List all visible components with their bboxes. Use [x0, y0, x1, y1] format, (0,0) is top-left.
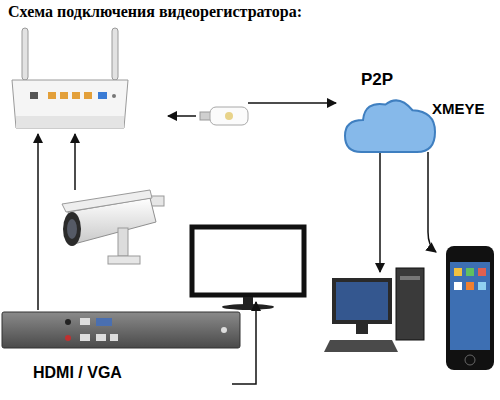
dvr-picture [65, 335, 71, 341]
phone-picture [478, 282, 486, 290]
computer-picture [324, 340, 398, 352]
router-picture [30, 92, 38, 99]
tv-monitor-picture [243, 297, 253, 305]
dvr-picture [110, 334, 118, 341]
router-picture [98, 92, 107, 99]
dvr-picture [96, 318, 112, 326]
wire-arrows [379, 152, 381, 272]
tv-monitor-picture [192, 227, 304, 310]
camera-picture [62, 190, 164, 264]
computer-picture [396, 268, 424, 340]
computer-picture [324, 268, 424, 352]
router-picture [12, 28, 128, 128]
dvr-picture [221, 327, 227, 333]
phone-picture [446, 246, 494, 370]
video-output-label: HDMI / VGA [33, 364, 122, 382]
usb-modem-picture [200, 112, 211, 120]
camera-picture [63, 212, 81, 246]
router-picture [16, 116, 124, 128]
computer-picture [356, 324, 368, 334]
phone-picture [454, 268, 462, 276]
wire-arrows [248, 102, 336, 104]
wire-arrows [74, 134, 76, 190]
phone-picture [465, 355, 475, 365]
phone-picture [466, 282, 474, 290]
computer-picture [400, 276, 420, 280]
wire-arrows [232, 302, 256, 384]
dvr-picture [2, 312, 240, 348]
phone-picture [466, 268, 474, 276]
p2p-label: P2P [361, 70, 393, 90]
dvr-picture [65, 319, 71, 325]
dvr-picture [96, 334, 106, 341]
router-picture [72, 92, 80, 99]
router-picture [112, 28, 118, 80]
computer-picture [332, 278, 392, 324]
phone-picture [478, 268, 486, 276]
phone-picture [454, 282, 462, 290]
service-label: XMEYE [432, 100, 485, 117]
dvr-picture [80, 318, 90, 325]
camera-picture [62, 190, 152, 212]
router-picture [84, 92, 92, 99]
dvr-picture [2, 312, 240, 348]
wire-arrows [428, 152, 436, 252]
router-picture [112, 94, 116, 98]
tv-monitor-picture [222, 304, 274, 310]
router-picture [22, 28, 28, 80]
router-picture [12, 80, 128, 128]
cloud-node: P2P XMEYE [337, 70, 497, 154]
camera-picture [67, 219, 77, 239]
wire-arrows [168, 115, 196, 117]
usb-modem-picture [210, 107, 248, 125]
router-picture [48, 92, 56, 99]
camera-picture [118, 228, 128, 256]
usb-modem-picture [225, 112, 233, 120]
camera-picture [108, 256, 140, 264]
cloud-outline [345, 100, 435, 152]
phone-picture [446, 246, 494, 370]
tv-monitor-picture [192, 227, 304, 295]
usb-modem-picture [200, 107, 248, 125]
wire-arrows [37, 134, 39, 310]
computer-picture [336, 282, 388, 320]
router-picture [60, 92, 68, 99]
diagram-title: Схема подключения видеорегистратора: [8, 3, 302, 21]
dvr-picture [80, 334, 90, 341]
phone-picture [450, 262, 490, 350]
